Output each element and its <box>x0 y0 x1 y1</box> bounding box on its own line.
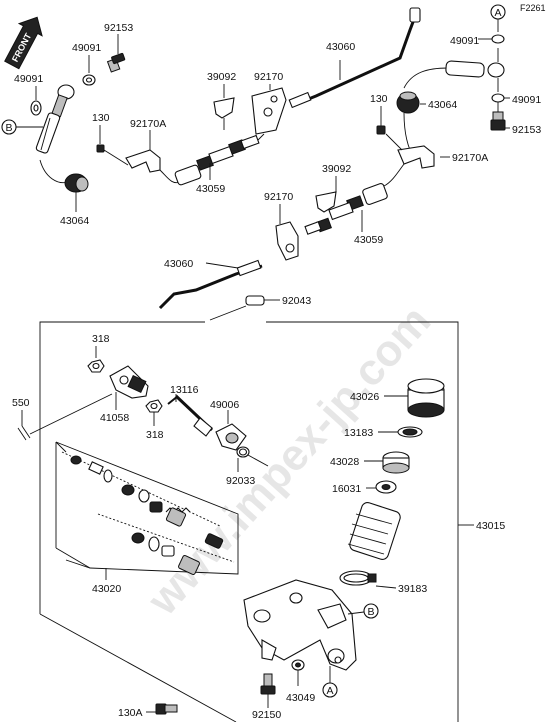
part-label: 49091 <box>72 42 101 54</box>
part-label: 16031 <box>332 483 361 495</box>
part-label: 13116 <box>170 384 199 396</box>
figure-id: F2261 <box>520 3 546 13</box>
part-label: 39092 <box>207 71 236 83</box>
clamp-92170A-left <box>103 130 161 173</box>
master-cylinder-body <box>243 579 357 671</box>
part-label: 130 <box>370 93 388 105</box>
adjuster-43059-mid <box>304 183 388 235</box>
callout-b-lower <box>363 603 379 619</box>
svg-text:A: A <box>494 7 501 19</box>
washer-49091-right-top <box>491 34 505 44</box>
cable-43060-mid <box>158 259 263 310</box>
part-label: 92170A <box>452 152 488 164</box>
bolt-130-top <box>96 125 105 153</box>
bracket-92170-top <box>251 84 287 135</box>
part-label: 49091 <box>14 73 43 85</box>
part-label: 41058 <box>100 412 129 424</box>
part-label: 43064 <box>60 215 89 227</box>
part-label: 43059 <box>196 183 225 195</box>
part-label: 49091 <box>512 94 541 106</box>
front-arrow-icon: FRONT <box>4 16 43 70</box>
part-label: 92170 <box>254 71 283 83</box>
cable-43060-top <box>288 7 421 109</box>
cotter-pin-550 <box>17 393 113 441</box>
part-label: 39092 <box>322 163 351 175</box>
part-label: 130 <box>92 112 110 124</box>
part-label: 92153 <box>512 124 541 136</box>
clip-39092-top <box>213 84 235 130</box>
part-label: 318 <box>92 333 110 345</box>
cup-43028 <box>382 451 410 474</box>
part-label: 43064 <box>428 99 457 111</box>
part-label: 43028 <box>330 456 359 468</box>
bolt-92153-top <box>106 52 126 73</box>
part-label: 49091 <box>450 35 479 47</box>
circlip-92033 <box>236 446 269 472</box>
part-label: 550 <box>12 397 30 409</box>
part-label: 92170A <box>130 118 166 130</box>
part-label: 92170 <box>264 191 293 203</box>
svg-text:B: B <box>5 122 12 134</box>
bolt-92153-right <box>490 111 506 131</box>
adjuster-43059-top <box>174 134 260 186</box>
boot-43064-right <box>396 91 420 151</box>
washer-49091-right-bottom <box>491 93 505 103</box>
part-label: 92150 <box>252 709 281 721</box>
part-label: 318 <box>146 429 164 441</box>
part-label: 130A <box>118 707 143 719</box>
nut-318-top <box>87 359 105 373</box>
hose-banjo-left <box>35 84 75 154</box>
boot-43064-left <box>39 159 89 193</box>
clamp-92170A-right <box>383 133 435 187</box>
clip-39092-mid <box>315 176 337 213</box>
hose-reservoir <box>347 502 401 560</box>
hose-banjo-right <box>403 60 505 89</box>
part-label: 43020 <box>92 583 121 595</box>
part-label: 43059 <box>354 234 383 246</box>
part-label: 92033 <box>226 475 255 487</box>
part-label: 43026 <box>350 391 379 403</box>
part-label: 43015 <box>476 520 505 532</box>
part-label: 92153 <box>104 22 133 34</box>
part-label: 92043 <box>282 295 311 307</box>
pushrod-13116 <box>167 394 214 437</box>
clevis-41058 <box>109 365 149 399</box>
svg-text:A: A <box>326 685 333 697</box>
part-label: 43049 <box>286 692 315 704</box>
part-label: 43060 <box>326 41 355 53</box>
bolt-92150 <box>260 673 276 695</box>
kit-43020-parts <box>61 451 235 575</box>
bolt-130-right <box>376 125 386 135</box>
gasket-16031 <box>375 480 397 494</box>
bracket-92170-mid <box>275 204 299 261</box>
boot-49006 <box>215 410 247 451</box>
svg-text:B: B <box>367 606 374 618</box>
part-label: 49006 <box>210 399 239 411</box>
clamp-39183 <box>339 570 377 586</box>
diaphragm-13183 <box>397 426 423 438</box>
part-label: 43060 <box>164 258 193 270</box>
bolt-130A <box>155 703 178 715</box>
part-label: 39183 <box>398 583 427 595</box>
pin-92043 <box>209 295 276 321</box>
nut-318-bottom <box>145 399 163 413</box>
part-label: 13183 <box>344 427 373 439</box>
cap-43026 <box>407 378 445 418</box>
